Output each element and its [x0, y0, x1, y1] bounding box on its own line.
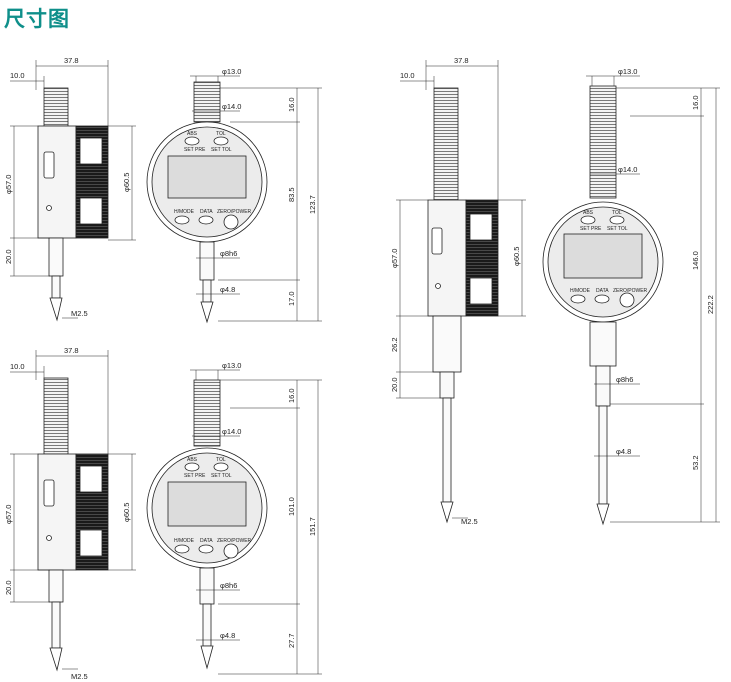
abs-label: ABS	[583, 210, 594, 216]
zero-label: ZERO/POWER	[217, 209, 252, 215]
width-label: 37.8	[64, 346, 79, 355]
tol-label: TOL	[216, 131, 226, 137]
face-dia-label: φ60.5	[512, 247, 521, 266]
dimension-labels-c: 37.8 10.0 φ57.0 26.2 20.0 φ60.5 φ13.0 φ1…	[390, 56, 715, 526]
lower-label: 20.0	[4, 249, 13, 264]
stem-top-label: φ13.0	[222, 361, 241, 370]
side-view-c	[427, 87, 499, 524]
set-pre-label: SET PRE	[580, 226, 602, 232]
front-view-a	[146, 81, 268, 324]
hmode-label: H/MODE	[174, 209, 195, 215]
tol-label: TOL	[216, 457, 226, 463]
width-label: 37.8	[64, 56, 79, 65]
data-label: DATA	[200, 538, 213, 544]
tip-label: φ4.8	[616, 447, 631, 456]
hmode-label: H/MODE	[174, 538, 195, 544]
side-view-b	[37, 377, 109, 672]
neck-label: φ14.0	[222, 102, 241, 111]
tip-label: φ4.8	[220, 285, 235, 294]
abs-label: ABS	[187, 457, 198, 463]
set-pre-label: SET PRE	[184, 473, 206, 479]
body-dia-label: φ57.0	[4, 505, 13, 524]
front-view-c	[542, 85, 664, 526]
neck-label: φ14.0	[618, 165, 637, 174]
h1-label: 16.0	[287, 97, 296, 112]
set-tol-label: SET TOL	[607, 226, 628, 232]
spindle-label: φ8h6	[220, 249, 237, 258]
thread-label: M2.5	[71, 672, 88, 681]
mid-label: 26.2	[390, 337, 399, 352]
view-c: 37.8 10.0 φ57.0 26.2 20.0 φ60.5 φ13.0 φ1…	[390, 56, 720, 526]
dimension-lines-b	[10, 350, 322, 675]
side-view-a	[37, 87, 109, 322]
hmode-label: H/MODE	[570, 288, 591, 294]
lower-label: 20.0	[390, 377, 399, 392]
h3-label: 53.2	[691, 455, 700, 470]
view-a: 37.8 10.0 φ57.0 20.0 φ60.5 φ13.0 φ14.0 φ…	[4, 56, 322, 324]
set-tol-label: SET TOL	[211, 473, 232, 479]
neck-label: φ14.0	[222, 427, 241, 436]
data-label: DATA	[596, 288, 609, 294]
stem-top-label: φ13.0	[618, 67, 637, 76]
spindle-label: φ8h6	[616, 375, 633, 384]
front-view-b	[146, 379, 268, 670]
h2-label: 101.0	[287, 497, 296, 516]
lower-label: 20.0	[4, 580, 13, 595]
tip-label: φ4.8	[220, 631, 235, 640]
button-labels-c: ABS SET PRE TOL SET TOL H/MODE DATA ZERO…	[570, 210, 648, 294]
offset-label: 10.0	[400, 71, 415, 80]
h1-label: 16.0	[287, 388, 296, 403]
body-dia-label: φ57.0	[390, 249, 399, 268]
body-dia-label: φ57.0	[4, 175, 13, 194]
offset-label: 10.0	[10, 362, 25, 371]
face-dia-label: φ60.5	[122, 503, 131, 522]
dimension-lines-a	[10, 60, 322, 322]
thread-label: M2.5	[71, 309, 88, 318]
dimension-lines-c	[396, 60, 720, 523]
set-pre-label: SET PRE	[184, 147, 206, 153]
face-dia-label: φ60.5	[122, 173, 131, 192]
offset-label: 10.0	[10, 71, 25, 80]
total-label: 123.7	[308, 195, 317, 214]
dimension-labels-b: 37.8 10.0 φ57.0 20.0 φ60.5 φ13.0 φ14.0 φ…	[4, 346, 317, 681]
set-tol-label: SET TOL	[211, 147, 232, 153]
dimension-labels-a: 37.8 10.0 φ57.0 20.0 φ60.5 φ13.0 φ14.0 φ…	[4, 56, 317, 318]
tol-label: TOL	[612, 210, 622, 216]
total-label: 151.7	[308, 517, 317, 536]
width-label: 37.8	[454, 56, 469, 65]
view-b: 37.8 10.0 φ57.0 20.0 φ60.5 φ13.0 φ14.0 φ…	[4, 346, 322, 681]
h2-label: 83.5	[287, 187, 296, 202]
abs-label: ABS	[187, 131, 198, 137]
data-label: DATA	[200, 209, 213, 215]
stem-top-label: φ13.0	[222, 67, 241, 76]
zero-label: ZERO/POWER	[217, 538, 252, 544]
total-label: 222.2	[706, 295, 715, 314]
h2-label: 146.0	[691, 251, 700, 270]
h3-label: 17.0	[287, 291, 296, 306]
zero-label: ZERO/POWER	[613, 288, 648, 294]
h1-label: 16.0	[691, 95, 700, 110]
button-labels-a: ABS SET PRE TOL SET TOL H/MODE DATA ZERO…	[174, 131, 252, 215]
page-title: 尺寸图	[4, 7, 70, 31]
h3-label: 27.7	[287, 633, 296, 648]
thread-label: M2.5	[461, 517, 478, 526]
button-labels-b: ABS SET PRE TOL SET TOL H/MODE DATA ZERO…	[174, 457, 252, 544]
spindle-label: φ8h6	[220, 581, 237, 590]
